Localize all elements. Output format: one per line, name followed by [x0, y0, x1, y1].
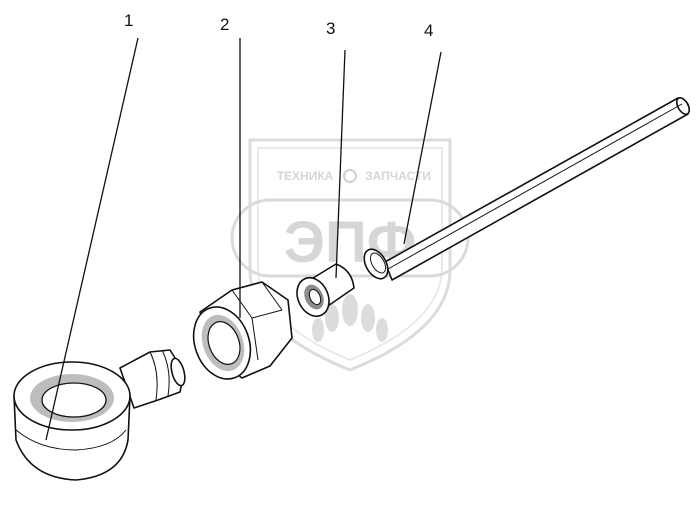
banjo-eye-edge: [15, 429, 127, 451]
watermark-gear-icon: [343, 169, 357, 183]
watermark-text-left: ТЕХНИКА: [277, 169, 334, 183]
part-union-nut: [192, 281, 293, 380]
leader-lines: [45, 37, 442, 441]
nut-edge-1: [231, 289, 253, 319]
part-pipe: [384, 97, 691, 281]
part-banjo-fitting: [13, 349, 186, 481]
nut-edge-2: [261, 281, 283, 311]
watermark-wheat-icon: [312, 294, 388, 342]
spigot-thread-1: [149, 351, 158, 401]
ring-inner: [369, 252, 387, 274]
callout-1: 1: [124, 11, 133, 30]
leader-line-1: [45, 37, 139, 441]
callouts: 1 2 3 4: [124, 11, 433, 40]
nut-edge-3: [251, 309, 283, 319]
watermark-text-right: ЗАПЧАСТИ: [365, 169, 431, 183]
sleeve-bore-inner: [308, 288, 322, 306]
callout-4: 4: [424, 21, 433, 40]
banjo-eye-bore: [41, 382, 107, 418]
pipe-highlight: [387, 103, 683, 270]
part-ring: [363, 248, 389, 280]
part-sleeve: [296, 263, 355, 318]
spigot-thread-2: [161, 349, 170, 397]
callout-3: 3: [326, 19, 335, 38]
nut-bore: [207, 321, 241, 365]
nut-edge-4: [251, 317, 259, 361]
callout-2: 2: [220, 15, 229, 34]
spigot-tip: [170, 357, 186, 387]
watermark: ТЕХНИКА ЗАПЧАСТИ ЭПФ: [230, 138, 470, 372]
leader-line-3: [335, 49, 346, 279]
pipe-end: [675, 97, 691, 115]
leader-line-4: [403, 51, 442, 245]
